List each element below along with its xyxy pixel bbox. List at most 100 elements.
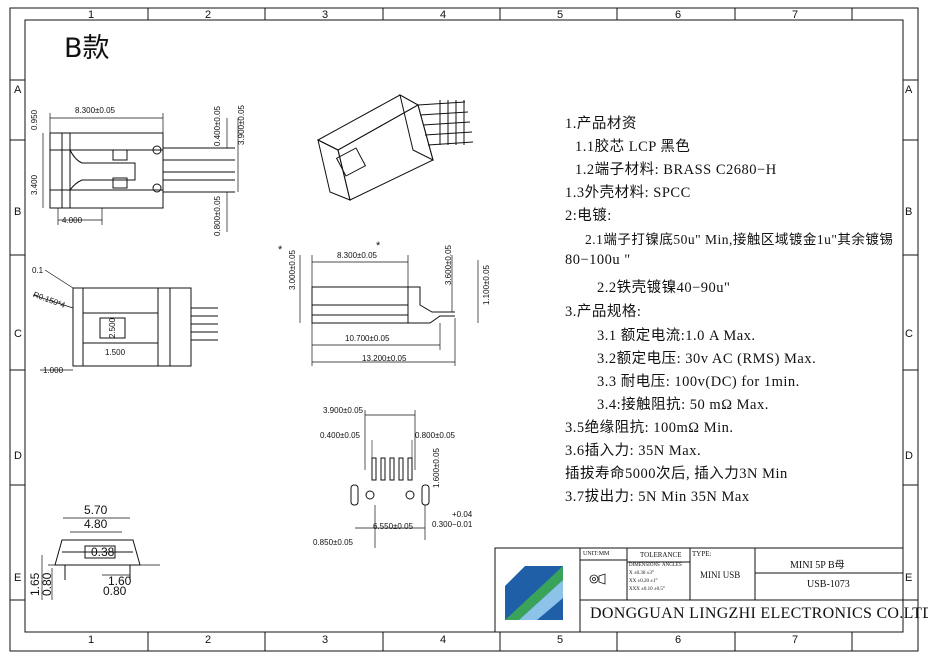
dim-label: 3.900±0.05 bbox=[237, 105, 246, 145]
company-logo bbox=[505, 566, 563, 620]
row-label-c-right: C bbox=[905, 328, 913, 340]
projection-symbol-icon bbox=[589, 573, 606, 585]
row-label-d: D bbox=[14, 450, 22, 462]
inner-border bbox=[24, 19, 904, 633]
col-label-3-bottom: 3 bbox=[322, 634, 329, 646]
top-view-left bbox=[42, 113, 239, 232]
row-label-b-right: B bbox=[905, 206, 913, 218]
col-label-3: 3 bbox=[322, 9, 329, 21]
dim-label: 3.000±0.05 bbox=[288, 250, 297, 290]
company-name: DONGGUAN LINGZHI ELECTRONICS CO.LTD bbox=[590, 605, 928, 622]
dim-label: +0.04 bbox=[452, 510, 473, 519]
tol-row: X ±0.30 ±3° bbox=[629, 571, 654, 576]
dim-label: 8.300±0.05 bbox=[75, 106, 115, 115]
tol-row: XXX ±0.10 ±0.5° bbox=[629, 587, 665, 592]
tol-head-dim: DIMENSIONS bbox=[629, 563, 660, 568]
dim-label: 0.800±0.05 bbox=[415, 431, 455, 440]
col-label-7-bottom: 7 bbox=[792, 634, 799, 646]
dim-label: 6.550±0.05 bbox=[373, 522, 413, 531]
side-view bbox=[299, 255, 479, 366]
note-line: 2.1端子打镍底50u" Min,接触区域镀金1u"其余镀锡 bbox=[585, 232, 894, 247]
col-label-4-bottom: 4 bbox=[440, 634, 447, 646]
note-line: 3.产品规格: bbox=[565, 304, 642, 320]
part-name: MINI 5P B母 bbox=[790, 560, 845, 571]
dim-marker: * bbox=[278, 244, 283, 256]
tolerance-label: TOLERANCE bbox=[640, 551, 682, 559]
dim-label: 0.800±0.05 bbox=[213, 196, 222, 236]
note-line: 2.2铁壳镀镍40−90u" bbox=[597, 280, 731, 296]
isometric-view bbox=[316, 94, 474, 201]
dim-label: 1.600±0.05 bbox=[432, 448, 441, 488]
note-line: 1.3外壳材料: SPCC bbox=[565, 185, 691, 201]
dim-marker: * bbox=[376, 240, 381, 252]
note-line: 3.1 额定电流:1.0 A Max. bbox=[597, 328, 756, 344]
note-line: 3.5绝缘阻抗: 100mΩ Min. bbox=[565, 420, 734, 436]
dim-label: 0.400±0.05 bbox=[320, 431, 360, 440]
dim-label: 3.900±0.05 bbox=[323, 406, 363, 415]
dim-label: 1.100±0.05 bbox=[482, 265, 491, 305]
note-line: 3.2额定电压: 30v AC (RMS) Max. bbox=[597, 351, 817, 367]
note-line: 1.1胶芯 LCP 黑色 bbox=[575, 139, 691, 155]
unit-label: UNIT:MM bbox=[583, 551, 610, 557]
variant-title: B款 bbox=[64, 33, 110, 64]
note-line: 1.2端子材料: BRASS C2680−H bbox=[575, 162, 777, 178]
col-label-5: 5 bbox=[557, 9, 564, 21]
dim-label: 1.000 bbox=[43, 366, 64, 375]
col-label-7: 7 bbox=[792, 9, 799, 21]
dim-label: 0.38 bbox=[91, 545, 115, 559]
tol-row: XX ±0.20 ±1° bbox=[629, 579, 658, 584]
note-line: 3.4:接触阻抗: 50 mΩ Max. bbox=[597, 397, 769, 413]
dim-label: 4.000 bbox=[62, 216, 83, 225]
row-label-a-right: A bbox=[905, 84, 913, 96]
col-label-1: 1 bbox=[88, 9, 95, 21]
dim-label: 3.400 bbox=[30, 174, 39, 195]
dim-label: 2.500 bbox=[108, 317, 117, 338]
note-line: 3.6插入力: 35N Max. bbox=[565, 443, 702, 459]
footprint-view bbox=[350, 410, 430, 548]
dim-label: 3.600±0.05 bbox=[444, 245, 453, 285]
front-view bbox=[41, 517, 160, 600]
dim-label: 0.1 bbox=[32, 266, 44, 275]
note-line: 1.产品材资 bbox=[565, 116, 637, 132]
col-label-2-bottom: 2 bbox=[205, 634, 212, 646]
title-block bbox=[494, 547, 904, 633]
col-label-5-bottom: 5 bbox=[557, 634, 564, 646]
dim-label: 10.700±0.05 bbox=[345, 334, 390, 343]
dim-label: 0.80 bbox=[40, 572, 54, 596]
col-label-1-bottom: 1 bbox=[88, 634, 95, 646]
col-label-2: 2 bbox=[205, 9, 212, 21]
note-line: 2:电镀: bbox=[565, 208, 612, 224]
row-label-e-right: E bbox=[905, 572, 913, 584]
col-label-4: 4 bbox=[440, 9, 447, 21]
note-line: 3.7拔出力: 5N Min 35N Max bbox=[565, 489, 750, 505]
tol-head-angle: ANGLES bbox=[662, 563, 682, 568]
grid-ticks bbox=[10, 8, 918, 651]
row-label-e: E bbox=[14, 572, 22, 584]
dim-label: 0.400±0.05 bbox=[213, 106, 222, 146]
col-label-6-bottom: 6 bbox=[675, 634, 682, 646]
type-label: TYPE: bbox=[692, 550, 712, 558]
type-value: MINI USB bbox=[700, 570, 741, 580]
dim-label: 4.80 bbox=[84, 517, 108, 531]
note-line: 3.3 耐电压: 100v(DC) for 1min. bbox=[597, 374, 800, 390]
outer-border bbox=[9, 7, 919, 652]
row-label-b: B bbox=[14, 206, 22, 218]
dim-label: 5.70 bbox=[84, 503, 108, 517]
note-line: 插拔寿命5000次后, 插入力3N Min bbox=[565, 466, 788, 482]
row-label-c: C bbox=[14, 328, 22, 340]
dim-label: 0.850±0.05 bbox=[313, 538, 353, 547]
dim-label: 1.60 bbox=[108, 574, 132, 588]
part-number: USB-1073 bbox=[807, 579, 850, 590]
dim-label: 8.300±0.05 bbox=[337, 251, 377, 260]
col-label-6: 6 bbox=[675, 9, 682, 21]
dim-label: 0.300−0.01 bbox=[432, 520, 473, 529]
dim-label: 13.200±0.05 bbox=[362, 354, 407, 363]
row-label-d-right: D bbox=[905, 450, 913, 462]
dim-label: 0.950 bbox=[30, 109, 39, 130]
dim-label: 0.80 bbox=[103, 584, 127, 598]
dim-label: 1.500 bbox=[105, 348, 126, 357]
mid-left-view bbox=[32, 269, 218, 371]
note-line: 80−100u " bbox=[565, 252, 631, 268]
row-label-a: A bbox=[14, 84, 22, 96]
